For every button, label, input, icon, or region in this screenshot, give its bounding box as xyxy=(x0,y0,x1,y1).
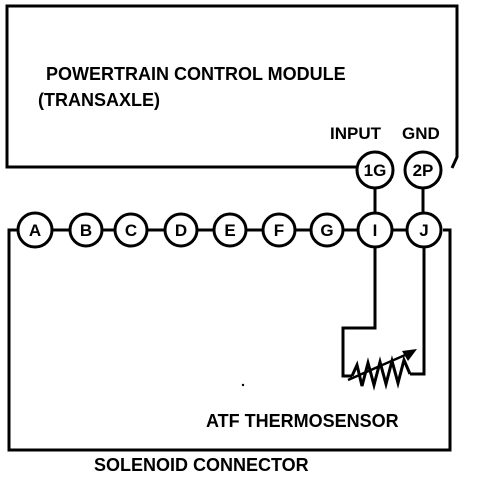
solenoid-connector-label: SOLENOID CONNECTOR xyxy=(94,455,309,475)
connector-pin-g: G xyxy=(309,212,345,248)
thermistor-resistor-zigzag xyxy=(350,355,412,391)
wire-j-to-sensor xyxy=(410,247,426,376)
pcm-subtitle: (TRANSAXLE) xyxy=(38,90,160,110)
connector-pin-i: I xyxy=(356,211,394,249)
connector-pin-i-label: I xyxy=(373,221,378,240)
connector-pin-a-label: A xyxy=(29,221,41,240)
connector-pin-c: C xyxy=(113,212,149,248)
connector-pin-j-label: J xyxy=(419,221,428,240)
pcm-pin-1g-label: 1G xyxy=(364,161,387,180)
connector-pin-j: J xyxy=(405,211,443,249)
connector-pin-b-label: B xyxy=(80,221,92,240)
wire-i-to-sensor xyxy=(341,247,377,378)
thermistor-arrow-head xyxy=(402,349,417,361)
connector-pin-e-label: E xyxy=(224,221,235,240)
pcm-title: POWERTRAIN CONTROL MODULE xyxy=(46,64,346,84)
stray-mark xyxy=(241,383,245,387)
solenoid-connector-box xyxy=(7,228,452,452)
pcm-box xyxy=(5,4,459,169)
pcm-pin-1g: 1G xyxy=(355,150,395,190)
pcm-input-label: INPUT xyxy=(330,124,382,143)
pcm-gnd-label: GND xyxy=(402,124,440,143)
connector-pin-c-label: C xyxy=(125,221,137,240)
connector-pin-row: A B C D E F G I xyxy=(16,211,443,249)
connector-pin-d-label: D xyxy=(175,221,187,240)
connector-pin-f: F xyxy=(261,212,297,248)
atf-thermosensor-label: ATF THERMOSENSOR xyxy=(206,411,399,431)
connector-pin-g-label: G xyxy=(320,221,333,240)
connector-pin-d: D xyxy=(163,212,199,248)
atf-thermosensor xyxy=(241,247,426,391)
pcm-pin-2p-label: 2P xyxy=(413,161,434,180)
connector-pin-a: A xyxy=(16,211,54,249)
connector-pin-f-label: F xyxy=(274,221,284,240)
thermistor-arrow-shaft xyxy=(347,350,413,382)
pcm-pin-2p: 2P xyxy=(403,150,443,190)
connector-pin-b: B xyxy=(68,212,104,248)
connector-pin-e: E xyxy=(212,212,248,248)
